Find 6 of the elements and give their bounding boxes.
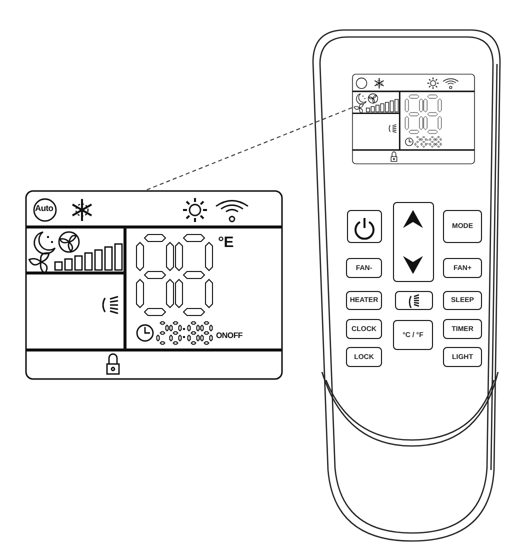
enlarged-lcd-display	[25, 190, 283, 380]
auto-label: Auto	[35, 204, 54, 212]
temperature-unit-label: °E	[218, 235, 234, 250]
leader-line	[146, 107, 352, 190]
on-off-label: ONOFF	[216, 332, 242, 340]
small-lcd-display	[352, 72, 475, 166]
